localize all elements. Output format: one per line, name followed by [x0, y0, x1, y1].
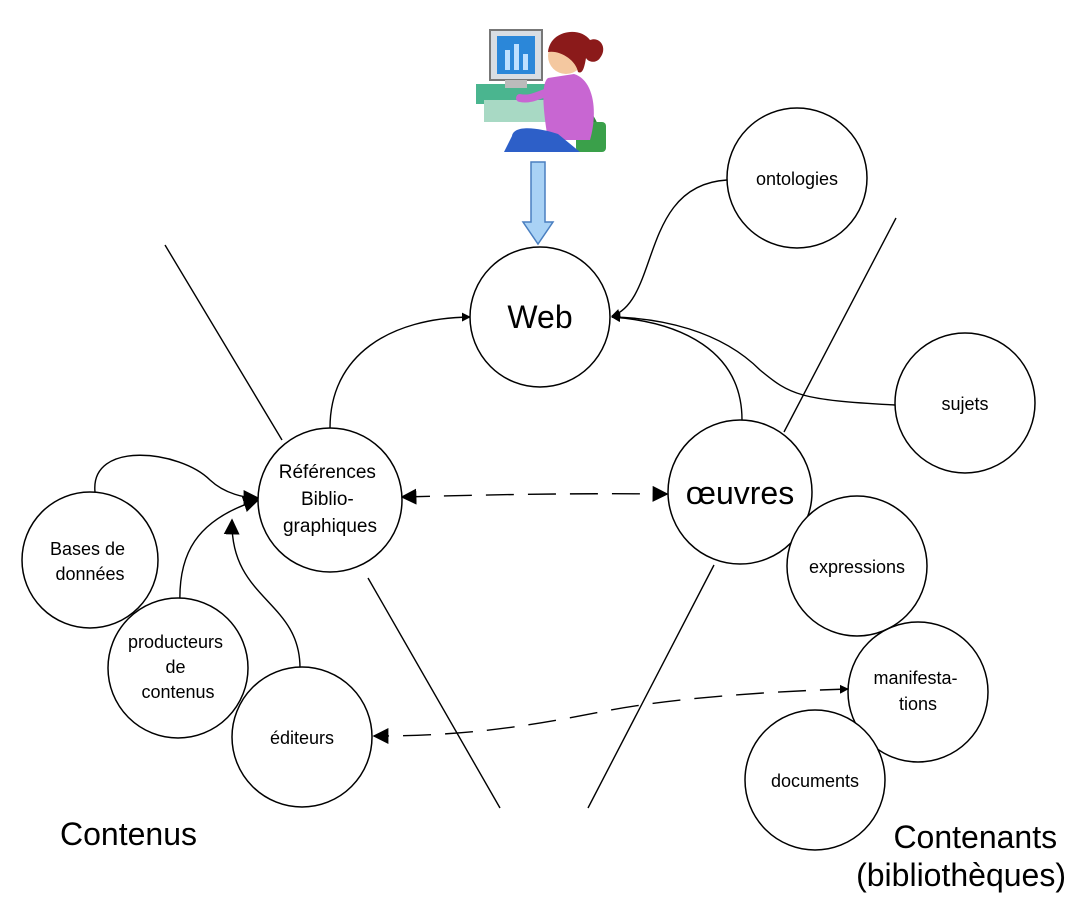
node-web: Web: [469, 246, 611, 388]
node-oeuvres: œuvres: [667, 419, 813, 565]
node-bases: Bases de données: [21, 491, 159, 629]
edge-oeuvres-to-web: [611, 313, 743, 421]
node-expressions-label: expressions: [809, 557, 905, 577]
edge-references-oeuvres-dashed: [400, 485, 669, 505]
node-editeurs: éditeurs: [231, 666, 373, 808]
node-documents-label: documents: [771, 771, 859, 791]
node-sujets: sujets: [894, 332, 1036, 474]
edge-ontologies-to-web: [611, 179, 728, 318]
node-ontologies-label: ontologies: [756, 169, 838, 189]
woman-at-computer-icon: [476, 29, 606, 152]
node-oeuvres-label: œuvres: [686, 475, 794, 511]
node-documents: documents: [744, 709, 886, 851]
node-references: Références Biblio- graphiques: [257, 427, 403, 573]
region-label-contenants: Contenants (bibliothèques): [856, 819, 1066, 893]
edge-producteurs-to-references: [179, 496, 260, 606]
left-divider-line-upper: [164, 244, 283, 441]
node-bases-label: Bases de données: [50, 539, 130, 584]
node-sujets-label: sujets: [941, 394, 988, 414]
node-editeurs-label: éditeurs: [270, 728, 334, 748]
edge-editeurs-to-references: [223, 518, 301, 669]
user-to-web-arrow: [521, 161, 555, 246]
node-producteurs: producteurs de contenus: [107, 597, 249, 739]
node-manifestations-label: manifesta- tions: [873, 668, 962, 714]
node-references-label: Références Biblio- graphiques: [279, 462, 381, 537]
node-producteurs-label: producteurs de contenus: [128, 632, 228, 702]
right-divider-line-upper: [783, 217, 897, 433]
edge-sujets-to-web: [611, 312, 896, 406]
left-divider-line-lower: [367, 577, 501, 809]
edge-manifestations-editeurs-dashed: [372, 684, 849, 744]
edge-references-to-web: [329, 312, 471, 429]
edge-bases-to-references: [94, 454, 260, 506]
node-manifestations: manifesta- tions: [847, 621, 989, 763]
region-label-contenus: Contenus: [60, 816, 197, 852]
right-divider-line-lower: [587, 564, 715, 809]
node-ontologies: ontologies: [726, 107, 868, 249]
node-expressions: expressions: [786, 495, 928, 637]
node-web-label: Web: [507, 299, 572, 335]
